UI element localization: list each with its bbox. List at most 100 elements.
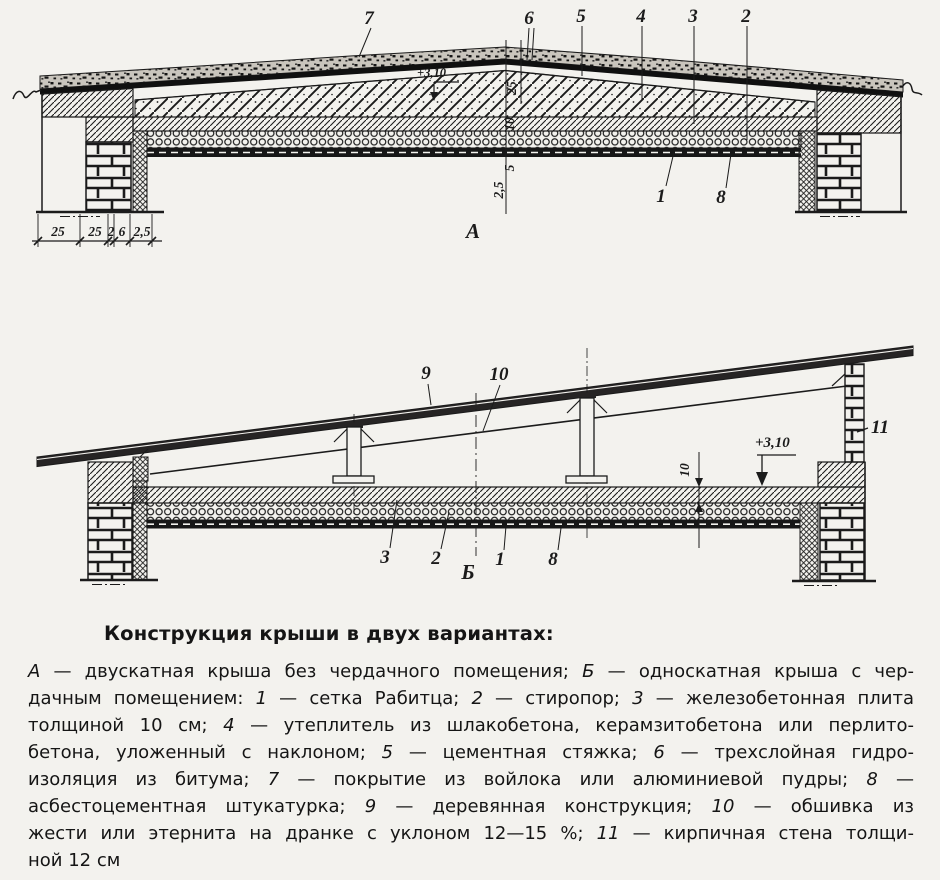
right-insulation-strip	[798, 130, 816, 213]
left-brick-wall	[85, 141, 132, 213]
right-flashing-wave	[902, 81, 923, 96]
legend-text: — покрытие из войлока или алюминиевой пу…	[279, 769, 867, 791]
dim-25-b: 25	[87, 224, 102, 239]
legend-text: — трехслойная гидро-	[664, 742, 915, 764]
legend-text: бетона, уложенный с наклоном;	[28, 742, 382, 764]
right-cornice-hatch	[816, 89, 902, 134]
dim-25-a: 25	[50, 224, 65, 239]
legend-text: — стиропор;	[482, 688, 633, 710]
diagram-a-gable-roof: 25 10 5 2,5 +3,10 25 25 2 6 2,5 7 6 5 4 …	[12, 6, 923, 247]
legend-ref-numeral: 2	[471, 688, 483, 710]
legend-ref-numeral: 3	[632, 688, 644, 710]
legend-text: асбестоцементная штукатурка;	[28, 796, 365, 818]
leader-1	[665, 151, 675, 187]
figure-caption: Конструкция крыши в двух вариантах: А — …	[28, 622, 914, 874]
leader-8	[725, 153, 732, 189]
lath-line	[149, 385, 848, 475]
callout-b3: 3	[379, 547, 390, 568]
post2-base-plate	[565, 475, 608, 484]
elevation-mark-a: +3,10	[417, 66, 447, 80]
leader-6	[526, 27, 535, 61]
caption-line: дачным помещением: 1 — сетка Рабитца; 2 …	[28, 685, 914, 712]
variant-b-label: Б	[460, 560, 474, 584]
insulation-layer	[134, 69, 816, 118]
left-insulation-strip	[132, 130, 148, 213]
legend-ref-numeral: 7	[267, 769, 280, 791]
styrofoam-layer	[146, 130, 802, 149]
right-brick-wall	[816, 132, 862, 213]
plate-dim-arrow-top	[695, 478, 703, 487]
plate-dim-arrow-bottom	[695, 503, 703, 512]
callout-11: 11	[871, 417, 889, 438]
b-right-brick-wall	[819, 502, 865, 581]
post1	[346, 426, 362, 477]
layer-dim-25: 25	[504, 81, 519, 96]
concrete-plate-layer	[132, 116, 818, 132]
legend-ref-numeral: Б	[582, 661, 595, 683]
caption-title: Конструкция крыши в двух вариантах:	[104, 622, 554, 645]
leader-7	[358, 27, 372, 58]
layer-dim-2-5: 2,5	[491, 181, 506, 199]
board-highlight	[36, 347, 914, 461]
roof-construction-figure: 25 10 5 2,5 +3,10 25 25 2 6 2,5 7 6 5 4 …	[12, 6, 923, 586]
layer-dim-10: 10	[502, 117, 517, 131]
legend-text: — деревянная конструкция;	[376, 796, 712, 818]
post2-cap	[578, 392, 596, 398]
bitumen-layer	[40, 59, 903, 98]
elevation-arrow-b	[756, 472, 768, 486]
callout-4: 4	[635, 6, 646, 27]
legend-ref-numeral: 10	[711, 796, 735, 818]
leader-b3	[389, 499, 398, 549]
legend-text: толщиной 10 см;	[28, 715, 224, 737]
legend-text: — утеплитель из шлакобетона, керамзитобе…	[234, 715, 914, 737]
callout-b2: 2	[430, 548, 441, 569]
legend-text: дачным помещением:	[28, 688, 256, 710]
left-cornice-hatch-lower	[85, 116, 134, 143]
b-left-insulation-strip	[132, 480, 148, 581]
attic-brick-wall	[844, 363, 865, 463]
post1-cap	[345, 422, 363, 428]
legend-text: жести или этернита на дранке с уклоном 1…	[28, 823, 597, 845]
dim-2-5: 2,5	[133, 224, 151, 239]
callout-b8: 8	[548, 549, 558, 570]
left-flashing-wave	[12, 89, 42, 100]
leader-11	[856, 427, 869, 433]
callout-8: 8	[716, 187, 726, 208]
leader-b1	[503, 525, 507, 551]
caption-line: ной 12 см	[28, 847, 914, 874]
legend-text: — сетка Рабитца;	[267, 688, 472, 710]
legend-text: — кирпичная стена толщи-	[619, 823, 914, 845]
caption-line: асбестоцементная штукатурка; 9 — деревян…	[28, 793, 914, 820]
post2-braces	[566, 399, 608, 414]
b-left-cornice-hatch	[87, 461, 134, 504]
callout-3: 3	[687, 6, 698, 27]
post2	[579, 397, 595, 477]
legend-ref-numeral: 6	[653, 742, 665, 764]
plate-dim-label: 10	[677, 463, 692, 477]
attic-wall-brace	[831, 373, 846, 387]
legend-text: — обшивка из	[734, 796, 914, 818]
left-cornice-hatch	[41, 87, 134, 118]
caption-lines: А — двускатная крыша без чердачного поме…	[28, 658, 914, 874]
caption-line: изоляция из битума; 7 — покрытие из войл…	[28, 766, 914, 793]
callout-6: 6	[524, 8, 534, 29]
callout-b1: 1	[495, 549, 505, 570]
legend-ref-numeral: 5	[381, 742, 394, 764]
b-right-insulation-strip	[799, 502, 819, 581]
legend-ref-numeral: 11	[596, 823, 620, 845]
legend-text: изоляция из битума;	[28, 769, 268, 791]
elevation-symbol-b	[757, 454, 796, 474]
legend-ref-numeral: 4	[223, 715, 235, 737]
legend-text: — односкатная крыша с чер-	[594, 661, 915, 683]
legend-text: — двускатная крыша без чердачного помеще…	[40, 661, 583, 683]
b-left-notch-check	[132, 456, 149, 482]
diagram-b-shed-roof: +3,10 10 9 10 11 3 2 Б 1 8	[36, 345, 914, 586]
leader-b8	[557, 527, 562, 551]
post1-base-plate	[332, 475, 375, 484]
slab-plate-layer	[132, 486, 866, 504]
leader-b2	[440, 511, 450, 550]
leader-9	[427, 383, 432, 406]
leader-10	[482, 384, 501, 432]
elevation-mark-b: +3,10	[755, 435, 790, 451]
